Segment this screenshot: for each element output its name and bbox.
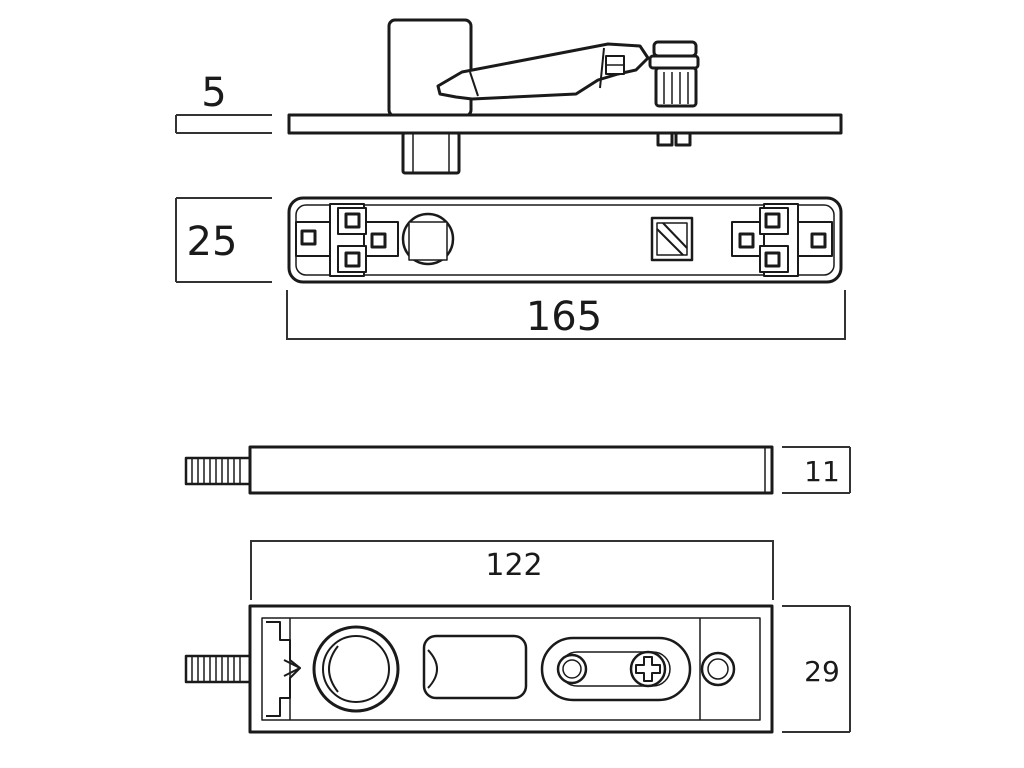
- top-plan-view: [287, 196, 843, 284]
- left-mounting-pad: [295, 203, 399, 277]
- screw-hole: [738, 212, 827, 268]
- base-plate-side: [287, 113, 843, 135]
- bottom-side-view: [184, 445, 774, 495]
- dim-label-11: 11: [804, 455, 840, 488]
- dim-11-marker: [782, 446, 851, 494]
- slot: [422, 634, 528, 700]
- top-side-view: [287, 18, 843, 175]
- dim-label-25: 25: [187, 219, 238, 265]
- dim-25-marker: [175, 197, 272, 283]
- dim-label-122: 122: [485, 548, 542, 583]
- spindle-bottom: [401, 131, 461, 175]
- dim-label-165: 165: [526, 294, 602, 340]
- dim-122-marker: [250, 540, 774, 600]
- dim-165-marker: [286, 290, 846, 340]
- screw-hole: [300, 212, 387, 268]
- dim-29-marker: [782, 605, 851, 733]
- dim-5-marker: [175, 114, 272, 134]
- dim-label-5: 5: [201, 70, 226, 116]
- adjust-square: [650, 216, 694, 262]
- adjust-screw-cap: [652, 40, 698, 58]
- dim-label-29: 29: [804, 655, 840, 688]
- pivot-block: [387, 18, 473, 118]
- box-side: [248, 445, 774, 495]
- right-mounting-pad: [731, 203, 833, 277]
- bolt-under-plate: [656, 131, 674, 147]
- bottom-plan-view: [184, 604, 774, 734]
